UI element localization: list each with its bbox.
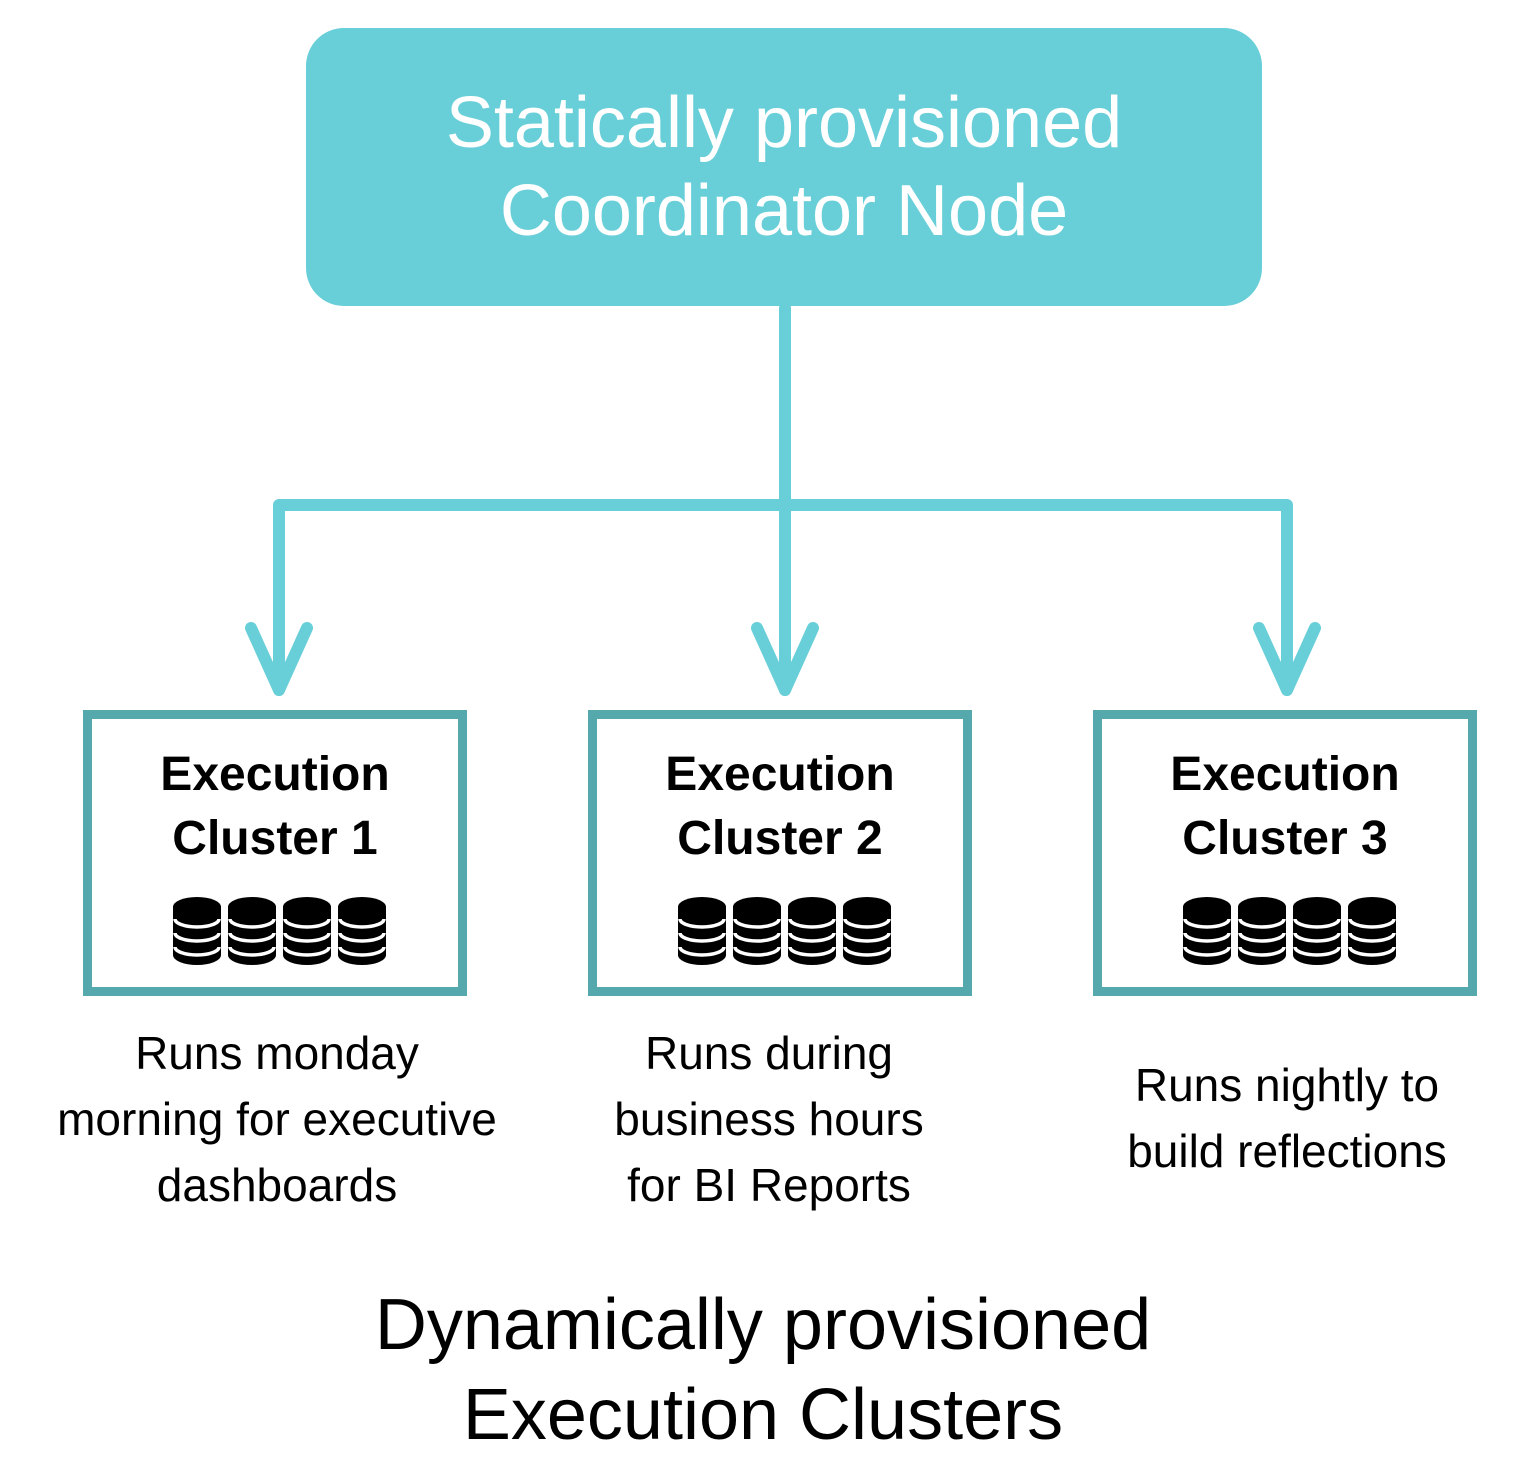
database-cylinder-icon	[228, 897, 276, 965]
cluster-title-2: Execution Cluster 2	[665, 748, 895, 865]
database-cylinder-icon	[788, 897, 836, 965]
database-cylinder-icon	[843, 897, 891, 965]
footer-title: Dynamically provisioned Execution Cluste…	[374, 1285, 1152, 1455]
execution-cluster-3: Execution Cluster 3	[1093, 710, 1477, 996]
execution-cluster-1: Execution Cluster 1	[83, 710, 467, 996]
arrow-head-1	[245, 622, 313, 696]
database-cylinder-icon	[678, 897, 726, 965]
cluster-description-1: Runs monday morning for executive dashbo…	[57, 1027, 497, 1211]
database-cylinder-icon	[338, 897, 386, 965]
database-cylinder-icon	[1238, 897, 1286, 965]
arrow-head-2	[751, 622, 819, 696]
cluster-description-2: Runs during business hours for BI Report…	[614, 1027, 924, 1211]
coordinator-node-label: Statically provisioned Coordinator Node	[445, 83, 1123, 251]
database-stack-icon	[678, 897, 891, 965]
execution-cluster-2: Execution Cluster 2	[588, 710, 972, 996]
coordinator-node-box: Statically provisioned Coordinator Node	[306, 28, 1262, 306]
cluster-description-3: Runs nightly to build reflections	[1127, 1059, 1447, 1177]
database-stack-icon	[173, 897, 386, 965]
cluster-title-1: Execution Cluster 1	[160, 748, 390, 865]
database-cylinder-icon	[283, 897, 331, 965]
database-cylinder-icon	[733, 897, 781, 965]
database-cylinder-icon	[1348, 897, 1396, 965]
database-cylinder-icon	[1293, 897, 1341, 965]
cluster-title-3: Execution Cluster 3	[1170, 748, 1400, 865]
database-stack-icon	[1183, 897, 1396, 965]
arrow-head-3	[1253, 622, 1321, 696]
database-cylinder-icon	[173, 897, 221, 965]
database-cylinder-icon	[1183, 897, 1231, 965]
